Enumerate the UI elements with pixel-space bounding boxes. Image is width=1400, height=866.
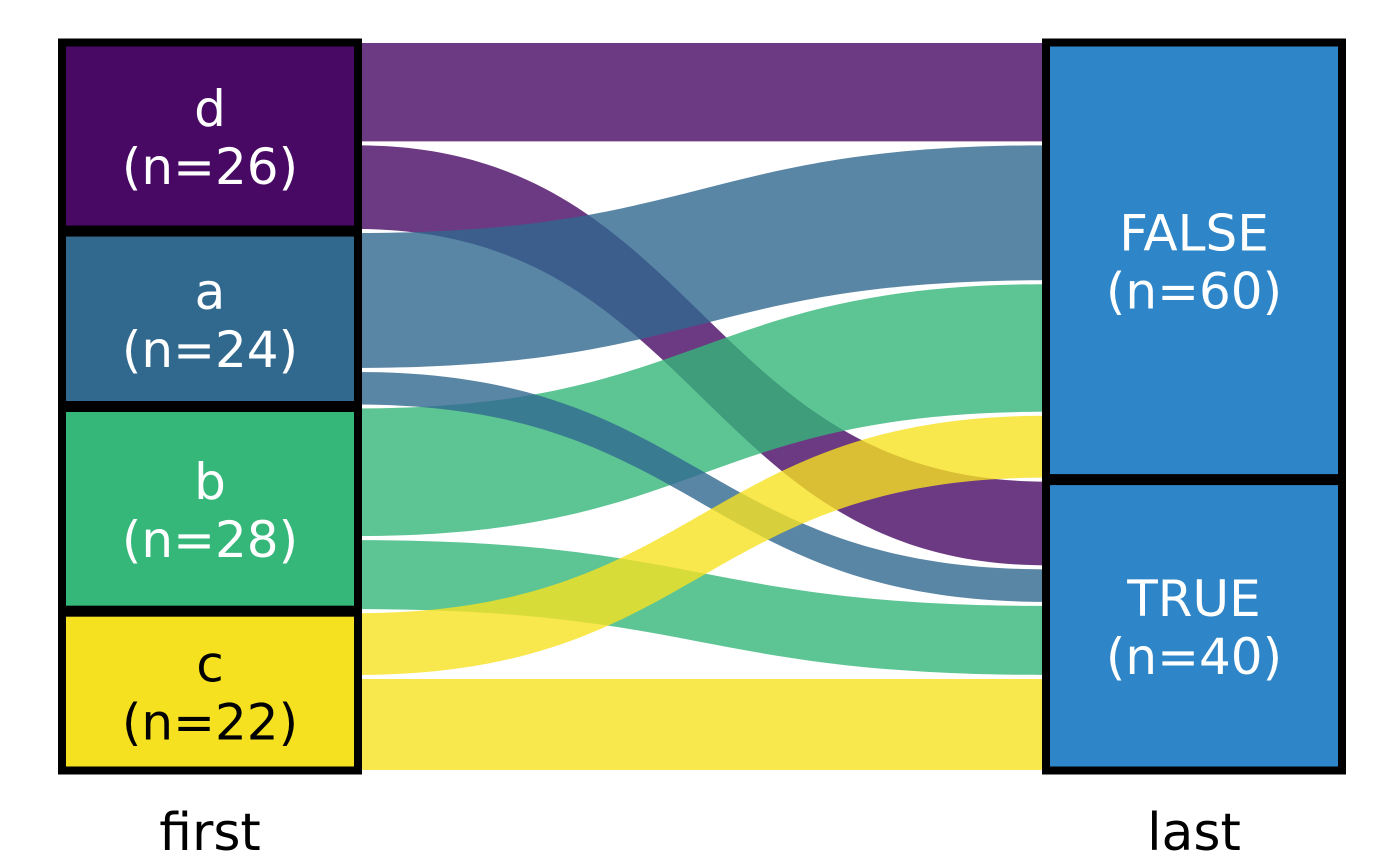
alluvial-node-FALSE: FALSE(n=60) (1042, 38, 1346, 483)
node-label-line2: (n=40) (1106, 628, 1282, 686)
alluvial-node-label-c: c(n=22) (122, 636, 298, 752)
node-label-line1: c (196, 636, 224, 694)
alluvial-node-c: c(n=22) (58, 608, 362, 775)
node-label-line1: FALSE (1119, 204, 1269, 262)
node-label-line2: (n=24) (122, 321, 298, 379)
alluvial-flow-a-TRUE (357, 371, 1046, 602)
alluvial-node-label-FALSE: FALSE(n=60) (1106, 204, 1282, 320)
node-label-line2: (n=28) (122, 511, 298, 569)
alluvial-node-TRUE: TRUE(n=40) (1042, 477, 1346, 775)
alluvial-node-rect-FALSE (1042, 38, 1346, 483)
alluvial-flow-c-FALSE (357, 415, 1046, 675)
axis-label-last: last (1147, 803, 1241, 863)
alluvial-flow-c-TRUE (357, 678, 1046, 770)
node-label-line1: TRUE (1126, 570, 1260, 628)
flow-ribbons (357, 43, 1046, 770)
node-label-line1: b (194, 453, 226, 511)
alluvial-flow-b-FALSE (357, 284, 1046, 537)
alluvial-node-rect-TRUE (1042, 477, 1346, 775)
alluvial-node-label-d: d(n=26) (122, 80, 298, 196)
node-label-line1: d (194, 80, 226, 138)
alluvial-node-d: d(n=26) (58, 38, 362, 234)
alluvial-node-rect-d (58, 38, 362, 234)
axis-label-first: first (159, 803, 261, 863)
alluvial-node-label-TRUE: TRUE(n=40) (1106, 570, 1282, 686)
alluvial-node-b: b(n=28) (58, 404, 362, 614)
alluvial-node-a: a(n=24) (58, 228, 362, 409)
node-label-line2: (n=26) (122, 138, 298, 196)
node-label-line1: a (195, 263, 226, 321)
alluvial-node-rect-a (58, 228, 362, 409)
alluvial-node-label-b: b(n=28) (122, 453, 298, 569)
alluvial-node-rect-c (58, 608, 362, 775)
node-label-line2: (n=60) (1106, 262, 1282, 320)
alluvial-flow-b-TRUE (357, 540, 1046, 675)
node-label-line2: (n=22) (122, 694, 298, 752)
alluvial-flow-d-FALSE (357, 43, 1046, 142)
alluvial-flow-a-FALSE (357, 145, 1046, 368)
alluvial-node-label-a: a(n=24) (122, 263, 298, 379)
